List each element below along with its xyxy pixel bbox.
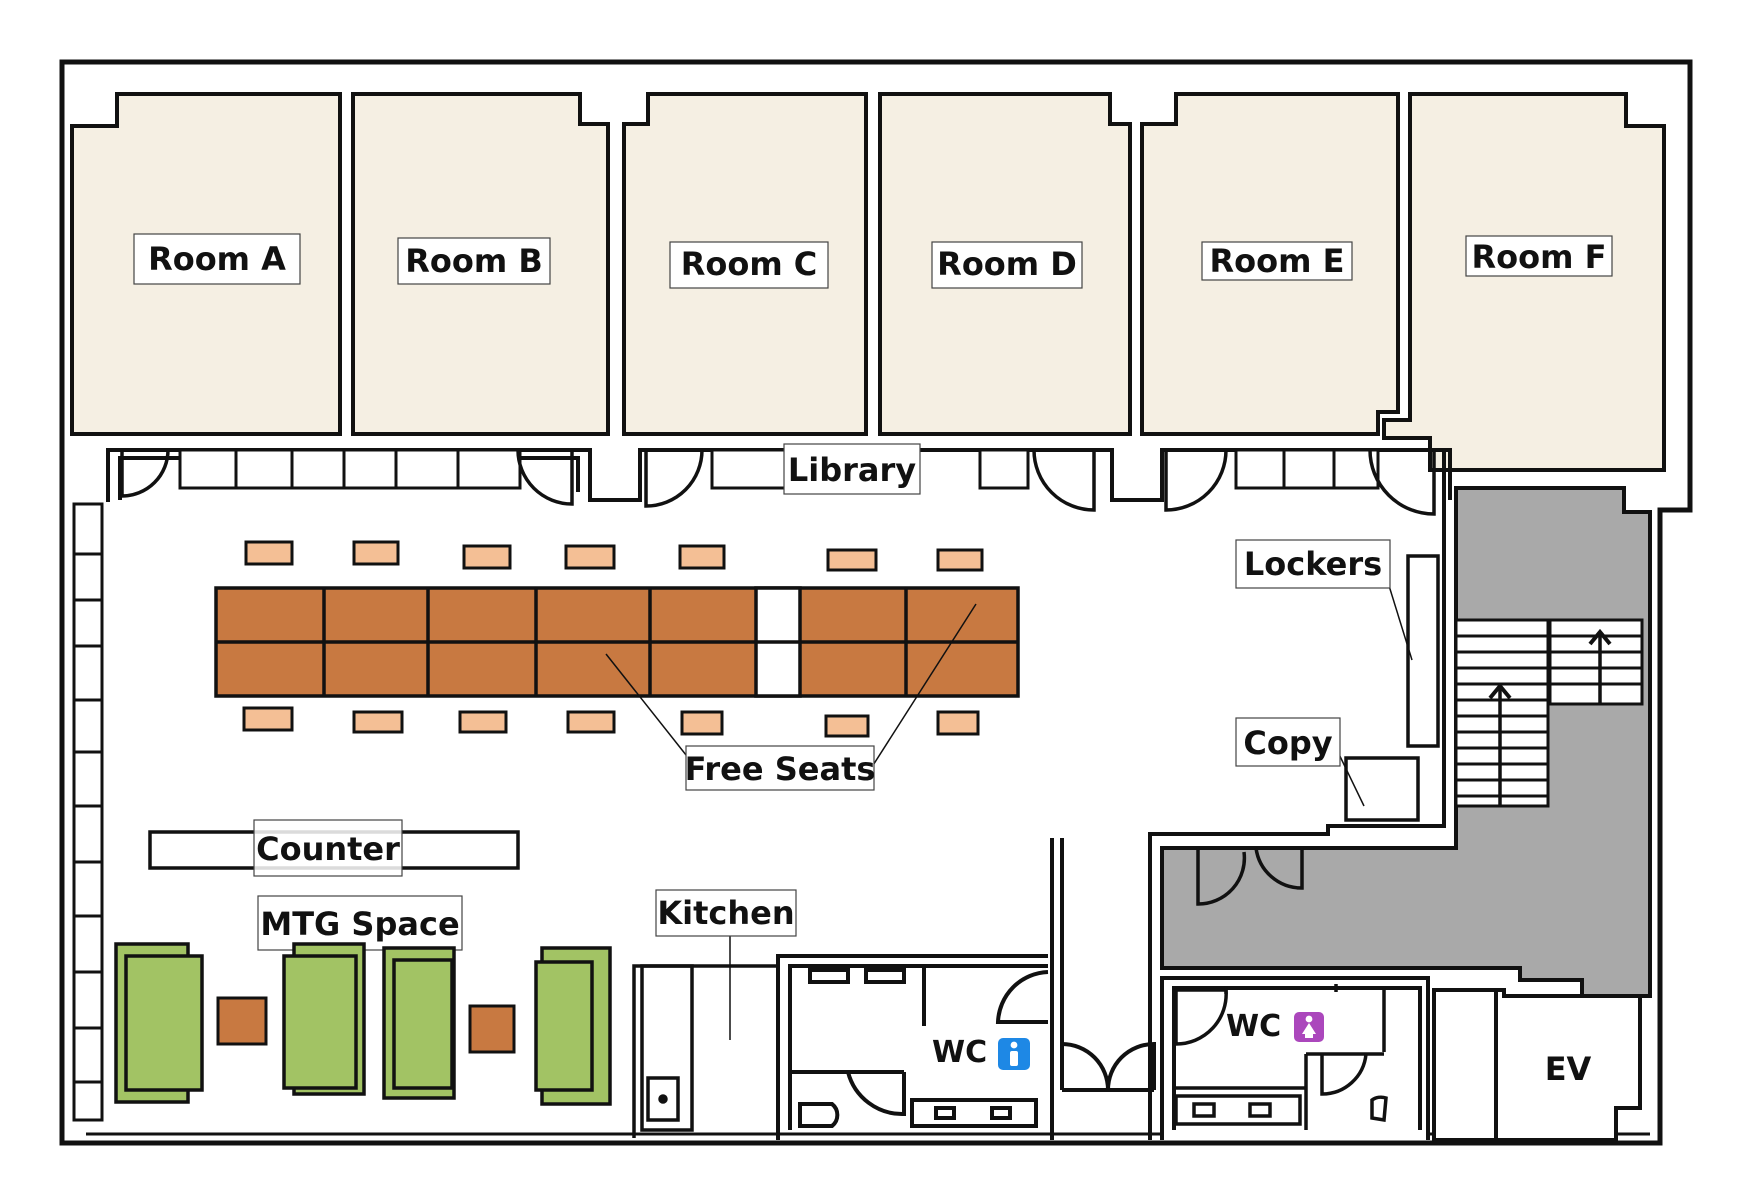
woman-restroom-icon — [1294, 1012, 1324, 1042]
kitchen-label: Kitchen — [657, 894, 794, 932]
library-label: Library — [788, 451, 916, 489]
corridor-doors — [120, 449, 1436, 516]
elevator-label: EV — [1545, 1050, 1592, 1088]
wc-women-fixtures — [1174, 984, 1388, 1130]
free-seats-label: Free Seats — [685, 750, 876, 788]
man-restroom-icon — [998, 1038, 1030, 1070]
chair — [678, 544, 726, 570]
sofa — [282, 954, 358, 1090]
free-seats-chairs — [242, 540, 984, 738]
lockers[interactable] — [1406, 554, 1440, 748]
service-area — [1160, 486, 1652, 998]
chair — [680, 710, 724, 736]
mtg-space-label: MTG Space — [260, 905, 459, 943]
stair-treads — [1456, 632, 1642, 806]
lockers-label: Lockers — [1244, 545, 1382, 583]
lockers-label-box: Lockers — [1235, 539, 1391, 589]
library-label-box: Library — [783, 443, 921, 495]
lockers-leader — [1385, 575, 1413, 661]
copy-label-box: Copy — [1235, 717, 1341, 767]
chair — [566, 710, 616, 734]
chair — [352, 710, 404, 734]
chair — [564, 544, 616, 570]
room-c-label: Room C — [681, 245, 818, 283]
sofa — [392, 958, 454, 1090]
room-e-label: Room E — [1210, 242, 1345, 280]
wc-men-area — [776, 954, 1049, 1140]
sofa — [124, 954, 204, 1092]
central-corridor — [1050, 838, 1156, 1140]
chair — [936, 548, 984, 572]
room-f-label: Room F — [1472, 238, 1607, 276]
free-seats-label-box: Free Seats — [685, 745, 876, 791]
chair — [352, 540, 400, 566]
coffee-table — [468, 1004, 516, 1054]
chair — [462, 544, 512, 570]
free-seats-table[interactable] — [214, 586, 1020, 698]
sofa — [534, 960, 594, 1092]
room-f[interactable] — [1382, 92, 1666, 472]
wc-men-text: WC — [932, 1035, 987, 1070]
service-doors — [1196, 847, 1304, 906]
counter-label: Counter — [256, 830, 400, 868]
room-label-a: Room A — [133, 233, 301, 285]
room-label-b: Room B — [397, 237, 551, 285]
room-label-d: Room D — [931, 241, 1083, 289]
left-wall-shelves — [72, 502, 104, 1122]
chair — [824, 714, 870, 738]
chair — [244, 540, 294, 566]
wc-men-label: WC — [932, 1035, 1030, 1070]
room-a-label: Room A — [148, 240, 286, 278]
kitchen-label-box: Kitchen — [655, 889, 797, 937]
copy-label: Copy — [1243, 724, 1332, 762]
service-inner-wall — [1148, 448, 1446, 1140]
chair — [458, 710, 508, 734]
room-label-e: Room E — [1201, 241, 1353, 281]
room-b-label: Room B — [405, 242, 542, 280]
chair — [826, 548, 878, 572]
free-seats-leaders — [605, 603, 977, 771]
elevator[interactable]: EV — [1432, 988, 1642, 1142]
wc-women-text: WC — [1226, 1009, 1281, 1044]
wc-women-label: WC — [1226, 1009, 1324, 1044]
coffee-table — [216, 996, 268, 1046]
chair — [936, 710, 980, 736]
meeting-rooms — [70, 92, 1666, 472]
copy-leader — [1335, 747, 1365, 807]
mtg-space-label-box: MTG Space — [257, 895, 463, 951]
copy-machine[interactable] — [1344, 756, 1420, 822]
stair-arrows — [1488, 628, 1612, 700]
room-d-label: Room D — [937, 245, 1077, 283]
chair — [242, 706, 294, 732]
counter-label-box: Counter — [253, 819, 403, 877]
mtg-space-tables — [216, 996, 516, 1054]
mtg-space-sofas[interactable] — [114, 942, 612, 1106]
room-label-f: Room F — [1465, 235, 1613, 277]
room-label-c: Room C — [669, 241, 829, 289]
